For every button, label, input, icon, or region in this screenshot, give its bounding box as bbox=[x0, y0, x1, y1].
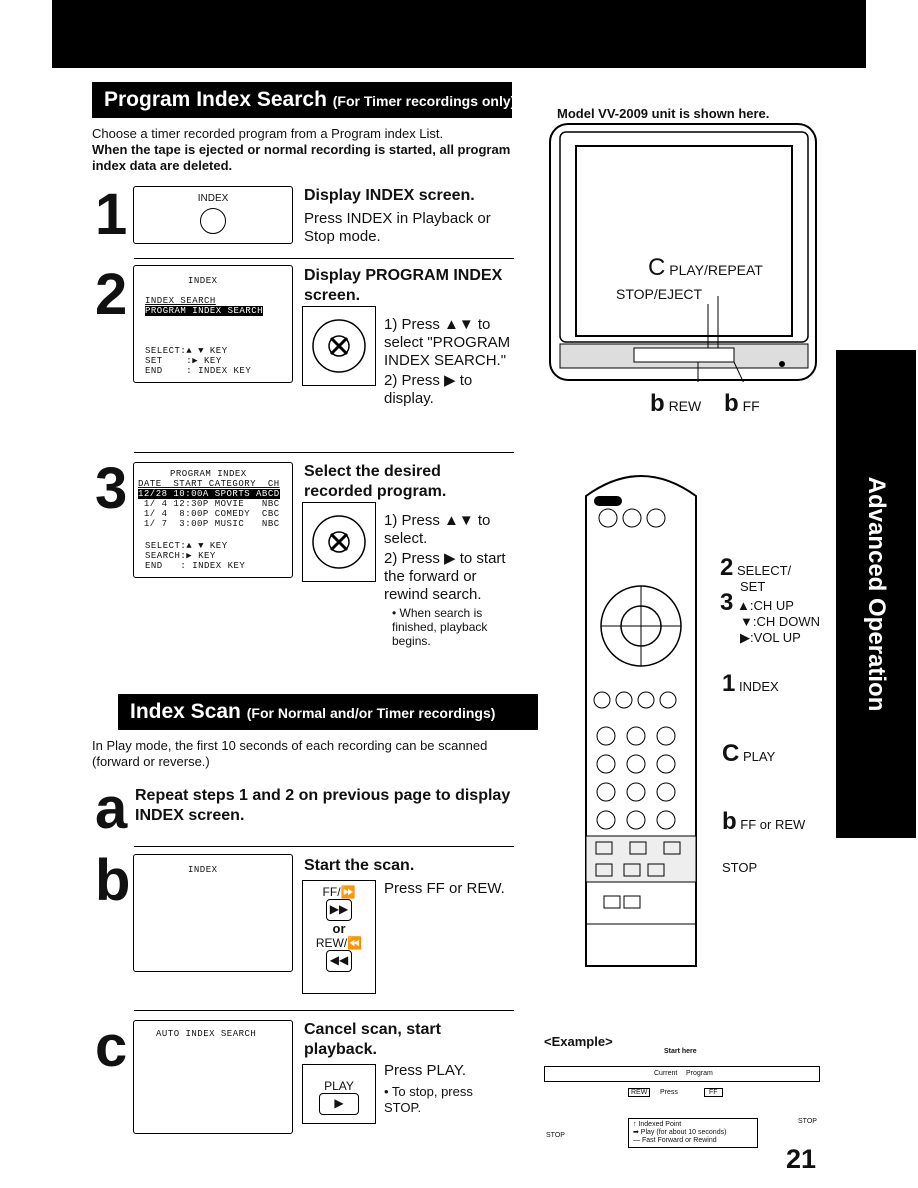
tv-play-label: C PLAY/REPEAT bbox=[648, 254, 763, 281]
tv-icon bbox=[549, 123, 817, 393]
step-2-items: 1) Press ▲▼ to select "PROGRAM INDEX SEA… bbox=[384, 316, 511, 407]
index-button-icon bbox=[200, 208, 226, 234]
side-tab: Advanced Operation bbox=[836, 350, 916, 838]
dpad-icon bbox=[312, 515, 366, 569]
remote-illustration bbox=[566, 466, 716, 972]
step-1-title: Display INDEX screen. bbox=[304, 187, 475, 204]
play-key-diagram: PLAY ▶ bbox=[302, 1064, 376, 1124]
osd-index-screen-b: INDEX bbox=[133, 854, 293, 972]
divider bbox=[134, 452, 514, 453]
tv-ff-label: b FF bbox=[724, 390, 760, 417]
index-key-diagram: INDEX bbox=[133, 186, 293, 244]
remote-icon bbox=[585, 475, 697, 967]
tv-stop-label: STOP/EJECT bbox=[616, 286, 703, 302]
example-title: <Example> bbox=[544, 1034, 613, 1049]
dpad-diagram bbox=[302, 306, 376, 386]
top-banner bbox=[52, 0, 866, 68]
osd-index-screen: INDEX INDEX SEARCH PROGRAM INDEX SEARCH … bbox=[133, 265, 293, 383]
remote-stop-callout: STOP bbox=[722, 860, 758, 875]
step-3-note: • When search is finished, playback begi… bbox=[392, 606, 488, 648]
ff-key-icon: ▶▶ bbox=[326, 899, 352, 921]
step-c-note: • To stop, press STOP. bbox=[384, 1084, 473, 1115]
remote-play-callout: C PLAY bbox=[722, 740, 776, 767]
step-b-letter: b bbox=[95, 848, 131, 913]
divider bbox=[134, 1010, 514, 1011]
step-2-number: 2 bbox=[95, 262, 128, 327]
step-b-title: Start the scan. bbox=[304, 857, 415, 874]
tv-caption: Model VV-2009 unit is shown here. bbox=[557, 106, 770, 121]
step-2-title: Display PROGRAM INDEX screen. bbox=[304, 267, 503, 304]
rew-key-icon: ◀◀ bbox=[326, 950, 352, 972]
step-3-number: 3 bbox=[95, 456, 128, 521]
tv-illustration bbox=[548, 122, 818, 393]
remote-ffrew-callout: b FF or REW bbox=[722, 808, 806, 835]
tv-rew-label: b REW bbox=[650, 390, 702, 417]
step-a-title: Repeat steps 1 and 2 on previous page to… bbox=[135, 787, 511, 824]
osd-auto-index: AUTO INDEX SEARCH bbox=[133, 1020, 293, 1134]
page-number: 21 bbox=[786, 1144, 817, 1174]
tape-timeline bbox=[544, 1066, 820, 1082]
divider bbox=[134, 258, 514, 259]
index-scan-heading: Index Scan (For Normal and/or Timer reco… bbox=[118, 694, 538, 730]
example-diagram: Start here Current Program REW Press FF … bbox=[544, 1048, 824, 1152]
step-1-text: Press INDEX in Playback or Stop mode. bbox=[304, 210, 491, 245]
step-c-text: Press PLAY. bbox=[384, 1062, 466, 1079]
step-c-letter: c bbox=[95, 1014, 128, 1079]
dpad-diagram bbox=[302, 502, 376, 582]
remote-index-callout: 1 INDEX bbox=[722, 670, 779, 697]
step-c-title: Cancel scan, start playback. bbox=[304, 1021, 441, 1058]
remote-callouts-top: 2 SELECT/ SET 3 ▲:CH UP ▼:CH DOWN ▶:VOL … bbox=[720, 554, 821, 646]
example-legend: ↑ Indexed Point ➡ Play (for about 10 sec… bbox=[628, 1118, 758, 1148]
ff-rew-keys-diagram: FF/⏩ ▶▶ or REW/⏪ ◀◀ bbox=[302, 880, 376, 994]
program-index-heading: Program Index Search (For Timer recordin… bbox=[92, 82, 515, 118]
play-key-icon: ▶ bbox=[319, 1093, 359, 1115]
step-3-title: Select the desired recorded program. bbox=[304, 463, 447, 500]
osd-program-index: PROGRAM INDEX DATE START CATEGORY CH 12/… bbox=[133, 462, 293, 578]
index-scan-intro: In Play mode, the first 10 seconds of ea… bbox=[92, 738, 488, 769]
step-3-items: 1) Press ▲▼ to select. 2) Press ▶ to sta… bbox=[384, 512, 506, 603]
program-index-intro: Choose a timer recorded program from a P… bbox=[92, 126, 511, 173]
step-a-letter: a bbox=[95, 776, 128, 841]
step-b-text: Press FF or REW. bbox=[384, 880, 505, 897]
divider bbox=[134, 846, 514, 847]
dpad-icon bbox=[312, 319, 366, 373]
step-1-number: 1 bbox=[95, 182, 128, 247]
